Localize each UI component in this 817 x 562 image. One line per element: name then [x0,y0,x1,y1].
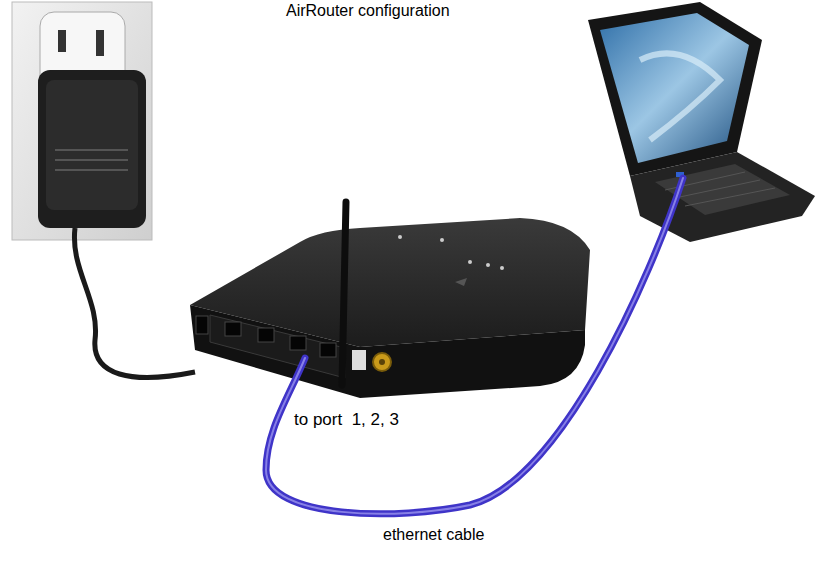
cable-label: ethernet cable [383,526,484,544]
power-adapter [38,70,146,228]
ethernet-cable-highlight [266,178,683,514]
laptop [588,2,815,242]
antenna [342,202,346,385]
air-router [190,218,590,398]
wall-outlet [12,2,152,240]
diagram-title: AirRouter configuration [286,2,450,20]
power-cord [74,228,195,377]
ethernet-cable [266,178,683,514]
port-label: to port 1, 2, 3 [294,410,399,430]
